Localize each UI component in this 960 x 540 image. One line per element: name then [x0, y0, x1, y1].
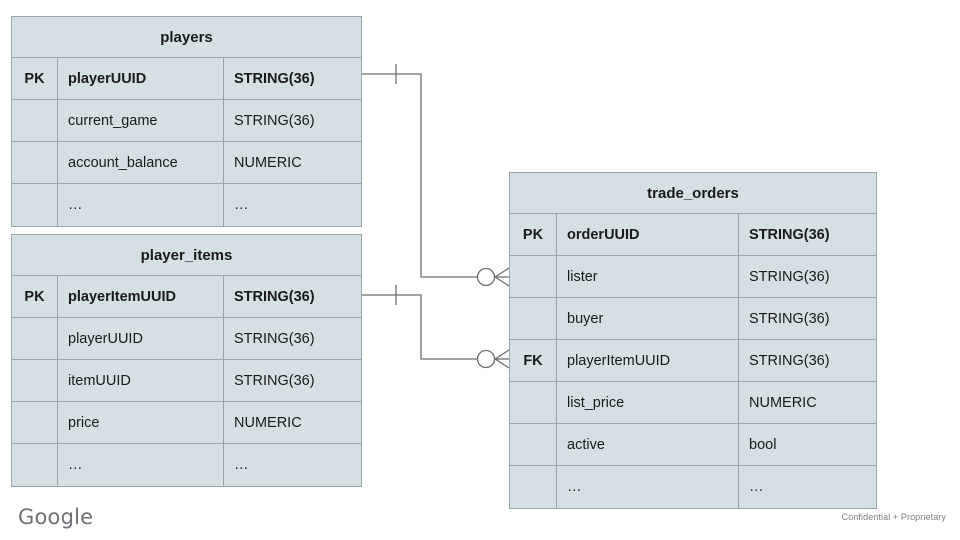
row-type: …: [234, 457, 249, 473]
row-type: STRING(36): [234, 112, 315, 129]
confidentiality-note: Confidential + Proprietary: [841, 512, 946, 522]
entity-title-players: players: [12, 17, 361, 58]
entity-player-items[interactable]: player_items PK playerItemUUID STRING(36…: [11, 234, 362, 487]
row-type: STRING(36): [749, 310, 830, 327]
table-row[interactable]: current_game STRING(36): [12, 100, 361, 142]
table-row[interactable]: account_balance NUMERIC: [12, 142, 361, 184]
row-key: [510, 424, 557, 465]
row-column: …: [58, 184, 224, 226]
table-row[interactable]: itemUUID STRING(36): [12, 360, 361, 402]
row-type: STRING(36): [234, 288, 315, 305]
row-type: NUMERIC: [234, 154, 302, 171]
row-key: [12, 318, 58, 359]
table-row[interactable]: list_price NUMERIC: [510, 382, 876, 424]
row-key: FK: [510, 340, 557, 381]
row-key: [12, 402, 58, 443]
row-type: NUMERIC: [234, 414, 302, 431]
table-row[interactable]: buyer STRING(36): [510, 298, 876, 340]
table-row[interactable]: PK playerUUID STRING(36): [12, 58, 361, 100]
row-type: STRING(36): [234, 70, 315, 87]
table-row[interactable]: … …: [12, 184, 361, 226]
row-type: …: [749, 479, 764, 495]
cardinality-zero-circle: [476, 349, 496, 369]
table-row[interactable]: … …: [12, 444, 361, 486]
row-key: PK: [510, 214, 557, 255]
row-type: bool: [749, 436, 777, 453]
row-column: lister: [557, 256, 739, 297]
table-row[interactable]: price NUMERIC: [12, 402, 361, 444]
row-type: …: [234, 197, 249, 213]
table-row[interactable]: lister STRING(36): [510, 256, 876, 298]
cardinality-many-crowsfoot: [494, 349, 510, 369]
row-key: [12, 444, 58, 486]
row-column: playerItemUUID: [557, 340, 739, 381]
row-key: [12, 142, 58, 183]
row-column: …: [557, 466, 739, 508]
row-column: …: [58, 444, 224, 486]
row-type: STRING(36): [749, 268, 830, 285]
table-row[interactable]: FK playerItemUUID STRING(36): [510, 340, 876, 382]
row-column: buyer: [557, 298, 739, 339]
row-key: [12, 184, 58, 226]
entity-players[interactable]: players PK playerUUID STRING(36) current…: [11, 16, 362, 227]
row-column: itemUUID: [58, 360, 224, 401]
row-column: account_balance: [58, 142, 224, 183]
table-row[interactable]: playerUUID STRING(36): [12, 318, 361, 360]
row-type: STRING(36): [234, 330, 315, 347]
cardinality-zero-circle: [476, 267, 496, 287]
row-key: [12, 360, 58, 401]
entity-trade-orders[interactable]: trade_orders PK orderUUID STRING(36) lis…: [509, 172, 877, 509]
row-type: STRING(36): [234, 372, 315, 389]
cardinality-many-crowsfoot: [494, 267, 510, 287]
relationship-players-to-trade-orders[interactable]: [362, 64, 510, 287]
row-column: orderUUID: [557, 214, 739, 255]
table-row[interactable]: PK orderUUID STRING(36): [510, 214, 876, 256]
row-type: STRING(36): [749, 226, 830, 243]
row-column: playerItemUUID: [58, 276, 224, 317]
row-key: PK: [12, 276, 58, 317]
row-key: PK: [12, 58, 58, 99]
table-row[interactable]: active bool: [510, 424, 876, 466]
table-row[interactable]: … …: [510, 466, 876, 508]
row-type: NUMERIC: [749, 394, 817, 411]
table-row[interactable]: PK playerItemUUID STRING(36): [12, 276, 361, 318]
row-column: active: [557, 424, 739, 465]
row-column: current_game: [58, 100, 224, 141]
row-type: STRING(36): [749, 352, 830, 369]
row-key: [510, 256, 557, 297]
row-key: [12, 100, 58, 141]
row-key: [510, 382, 557, 423]
row-key: [510, 466, 557, 508]
entity-title-trade-orders: trade_orders: [510, 173, 876, 214]
relationship-player-items-to-trade-orders[interactable]: [362, 285, 510, 369]
row-column: price: [58, 402, 224, 443]
row-column: list_price: [557, 382, 739, 423]
entity-title-player-items: player_items: [12, 235, 361, 276]
row-key: [510, 298, 557, 339]
google-logo: Google: [18, 505, 94, 529]
row-column: playerUUID: [58, 58, 224, 99]
row-column: playerUUID: [58, 318, 224, 359]
